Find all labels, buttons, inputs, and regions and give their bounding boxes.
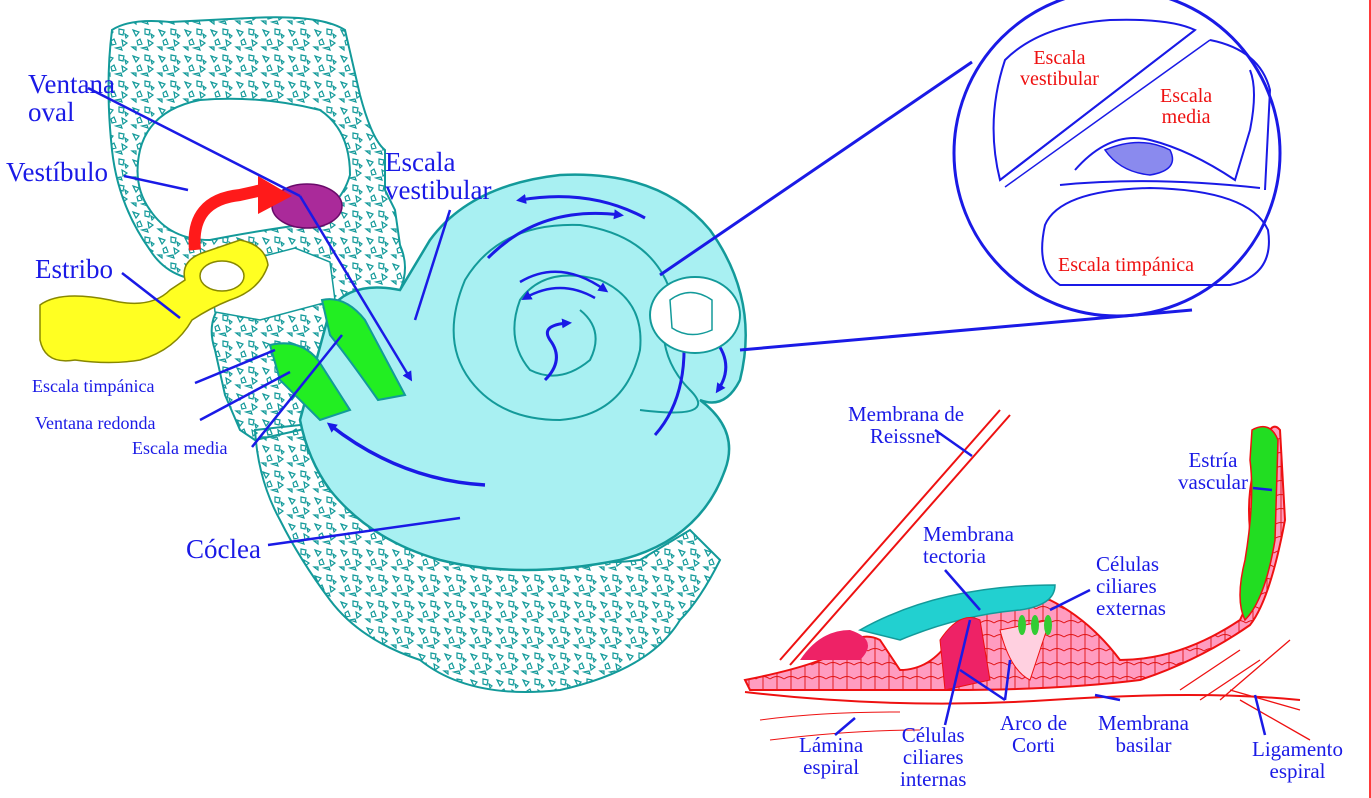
label-ventana-oval-line2: oval (28, 97, 75, 127)
label-lamina-espiral-line1: Lámina (799, 733, 863, 757)
label-cci-line2: ciliares (903, 745, 964, 769)
label-arco-corti-line1: Arco de (1000, 711, 1067, 735)
label-lamina-espiral-line2: espiral (803, 755, 859, 779)
label-ligamento-espiral: Ligamento espiral (1252, 738, 1343, 782)
label-membrana-tectoria-line1: Membrana (923, 522, 1014, 546)
label-estria-vascular-line2: vascular (1178, 470, 1248, 494)
label-ventana-oval: Ventana oval (28, 70, 115, 127)
label-escala-media-left: Escala media (132, 439, 227, 458)
label-cs-escala-media: Escala media (1160, 86, 1212, 128)
label-estria-vascular-line1: Estría (1188, 448, 1237, 472)
label-celulas-ciliares-externas: Células ciliares externas (1096, 553, 1166, 619)
label-cs-escala-vestibular: Escala vestibular (1020, 48, 1099, 90)
label-membrana-tectoria: Membrana tectoria (923, 523, 1014, 567)
label-cs-escala-vestibular-line2: vestibular (1020, 68, 1099, 90)
label-cce-line1: Células (1096, 552, 1159, 576)
label-escala-vestibular-left: Escala vestibular (385, 148, 491, 205)
label-escala-timpanica-left: Escala timpánica (32, 377, 154, 396)
label-membrana-reissner-line1: Membrana de (848, 402, 964, 426)
label-membrana-basilar-line2: basilar (1115, 733, 1171, 757)
label-cs-escala-vestibular-line1: Escala (1033, 47, 1085, 69)
label-vestibulo: Vestíbulo (6, 158, 108, 186)
label-escala-vestibular-left-line1: Escala (385, 147, 455, 177)
label-membrana-reissner-line2: Reissner (870, 424, 942, 448)
label-cce-line2: ciliares (1096, 574, 1157, 598)
label-estria-vascular: Estría vascular (1178, 449, 1248, 493)
label-arco-corti: Arco de Corti (1000, 712, 1067, 756)
label-ventana-redonda: Ventana redonda (35, 414, 155, 433)
label-cs-escala-timpanica: Escala timpánica (1058, 255, 1194, 276)
label-membrana-basilar-line1: Membrana (1098, 711, 1189, 735)
label-escala-vestibular-left-line2: vestibular (385, 175, 491, 205)
label-ligamento-espiral-line2: espiral (1270, 759, 1326, 783)
label-celulas-ciliares-internas: Células ciliares internas (900, 724, 966, 790)
label-membrana-reissner: Membrana de Reissner (848, 403, 964, 447)
label-estribo: Estribo (35, 255, 113, 283)
label-membrana-basilar: Membrana basilar (1098, 712, 1189, 756)
label-cs-escala-media-line1: Escala (1160, 85, 1212, 107)
label-ligamento-espiral-line1: Ligamento (1252, 737, 1343, 761)
label-cci-line3: internas (900, 767, 966, 791)
label-coclea: Cóclea (186, 535, 261, 563)
label-lamina-espiral: Lámina espiral (799, 734, 863, 778)
label-arco-corti-line2: Corti (1012, 733, 1055, 757)
label-cs-escala-media-line2: media (1162, 106, 1211, 128)
label-cce-line3: externas (1096, 596, 1166, 620)
label-cci-line1: Células (902, 723, 965, 747)
label-ventana-oval-line1: Ventana (28, 69, 115, 99)
label-membrana-tectoria-line2: tectoria (923, 544, 986, 568)
